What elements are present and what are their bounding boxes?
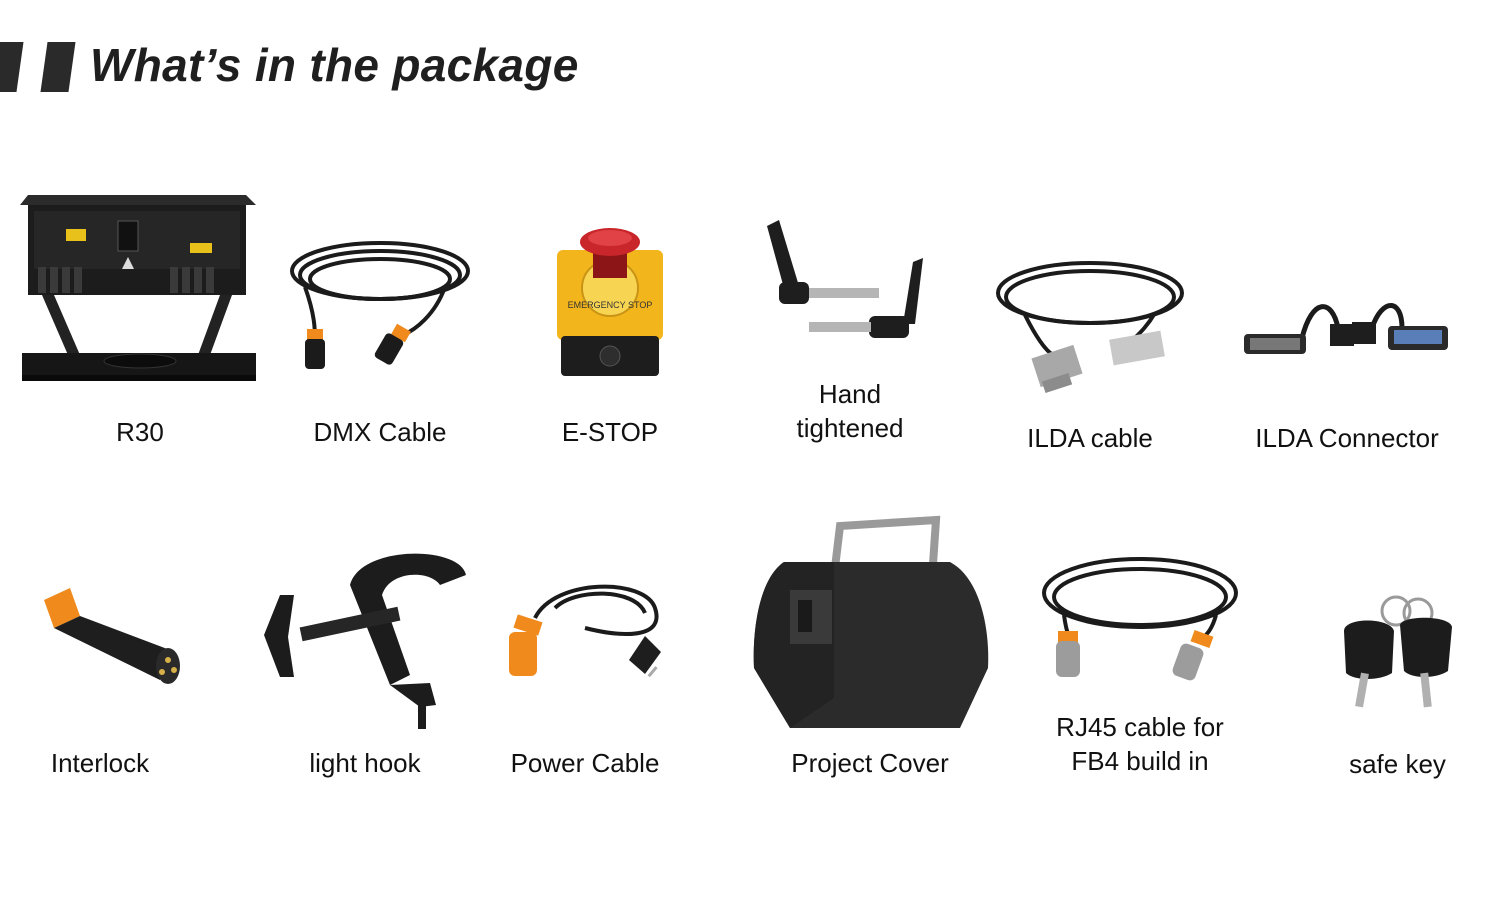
item-label: E-STOP (561, 417, 659, 447)
ilda-cable-icon (996, 261, 1184, 394)
item-e-stop: EMERGENCY STOP E-STOP (555, 228, 665, 447)
item-ilda-connector: ILDA Connector (1242, 298, 1452, 453)
key-icon (1344, 595, 1452, 708)
clamp-hook-icon (264, 553, 466, 729)
dmx-cable-icon (290, 241, 470, 369)
item-label: RJ45 cable for FB4 build in (1056, 712, 1224, 776)
emergency-stop-icon: EMERGENCY STOP (557, 228, 663, 376)
item-label: safe key (1349, 749, 1446, 779)
item-label: DMX Cable (313, 417, 447, 447)
item-ilda-cable: ILDA cable (995, 255, 1195, 453)
title-bar-decoration (0, 42, 24, 92)
item-label: light hook (309, 748, 421, 778)
estop-embossed-text: EMERGENCY STOP (568, 300, 653, 310)
page-header: What’s in the package (0, 38, 760, 94)
cover-bag-icon (753, 515, 989, 728)
rj45-cable-icon (1042, 557, 1238, 681)
item-label: Power Cable (510, 748, 660, 778)
item-power-cable: Power Cable (505, 578, 665, 778)
item-interlock: Interlock (40, 588, 190, 778)
item-light-hook: light hook (260, 545, 470, 778)
item-project-cover: Project Cover (750, 515, 995, 778)
item-label: Project Cover (791, 748, 949, 778)
item-label: ILDA Connector (1255, 423, 1439, 453)
item-r30: R30 (20, 195, 260, 447)
item-dmx-cable: DMX Cable (285, 235, 475, 447)
hand-screw-icon (767, 220, 923, 338)
item-hand-tightened: Hand tightened (765, 220, 935, 443)
item-rj45-cable: RJ45 cable for FB4 build in (1040, 555, 1240, 776)
item-label: Hand tightened (796, 379, 904, 443)
xlr-plug-icon (44, 588, 180, 684)
title-bar-decoration (40, 42, 76, 92)
page-title: What’s in the package (90, 39, 579, 91)
power-cable-icon (509, 584, 661, 678)
item-label: ILDA cable (1027, 423, 1153, 453)
item-label: R30 (116, 417, 164, 447)
item-label: Interlock (50, 748, 150, 778)
ilda-connector-icon (1244, 303, 1448, 354)
laser-projector-icon (20, 195, 256, 381)
item-safe-key: safe key (1340, 595, 1455, 779)
